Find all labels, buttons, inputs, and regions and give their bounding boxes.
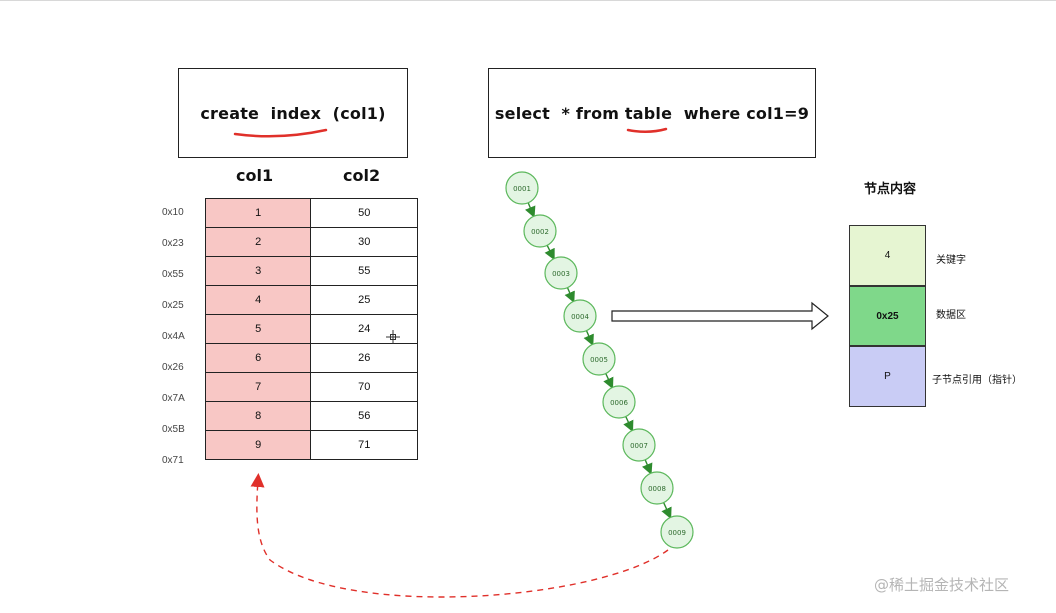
col2-cell: 30 [310, 227, 418, 257]
create-index-text: create index (col1) [200, 103, 386, 123]
chain-link-arrow [525, 202, 536, 218]
chain-node-label: 0005 [590, 356, 608, 364]
row-address: 0x10 [162, 207, 184, 218]
col2-cell: 25 [310, 285, 418, 315]
col2-cell: 55 [310, 256, 418, 286]
row-address: 0x55 [162, 269, 184, 280]
chain-node: 0004 [563, 299, 597, 333]
col2-cell: 50 [310, 198, 418, 228]
row-address: 0x4A [162, 331, 185, 342]
chain-link-arrow [603, 373, 614, 390]
row-address: 0x71 [162, 455, 184, 466]
chain-node-circle [660, 515, 694, 549]
col1-cell: 7 [204, 372, 312, 402]
chain-link-arrow [583, 330, 594, 347]
create-index-box: create index (col1) [178, 68, 408, 158]
col2-cell: 26 [310, 343, 418, 373]
chain-node: 0002 [523, 214, 557, 248]
hollow-arrow-icon [611, 301, 829, 331]
chain-link-arrow [544, 244, 555, 261]
col1-cell: 8 [204, 401, 312, 431]
chain-node: 0005 [582, 342, 616, 376]
chain-node-circle [582, 342, 616, 376]
data-area-cell: 0x25 [849, 286, 926, 346]
key-label: 关键字 [936, 255, 966, 266]
chain-link-arrow [623, 416, 634, 433]
row-address: 0x23 [162, 238, 184, 249]
chain-link-arrow [642, 459, 653, 475]
chain-node-circle [640, 471, 674, 505]
chain-link-arrow [564, 287, 575, 304]
row-address: 0x5B [162, 424, 185, 435]
chain-node-label: 0009 [668, 529, 686, 537]
pointer-cell: P [849, 346, 926, 407]
chain-link-arrow [661, 502, 672, 520]
col1-cell: 6 [204, 343, 312, 373]
chain-node: 0006 [602, 385, 636, 419]
chain-node-label: 0007 [630, 442, 648, 450]
chain-node-label: 0003 [552, 270, 570, 278]
crosshair-cursor-icon [386, 330, 400, 344]
col1-cell: 2 [204, 227, 312, 257]
data-area-label: 数据区 [936, 310, 966, 321]
col1-cell: 4 [204, 285, 312, 315]
chain-node-circle [622, 428, 656, 462]
dashed-return-arrow [250, 473, 669, 598]
col2-cell: 56 [310, 401, 418, 431]
chain-node: 0001 [505, 171, 539, 205]
select-query-text: select * from table where col1=9 [494, 103, 810, 123]
chain-node-label: 0001 [513, 185, 531, 193]
chain-node: 0007 [622, 428, 656, 462]
chain-node-label: 0006 [610, 399, 628, 407]
col2-cell: 24 [310, 314, 418, 344]
select-query-box: select * from table where col1=9 [488, 68, 816, 158]
chain-node-label: 0008 [648, 485, 666, 493]
top-divider [0, 0, 1056, 1]
pointer-label: 子节点引用（指针） [932, 375, 1022, 386]
node-content-title: 节点内容 [864, 181, 917, 196]
row-address: 0x25 [162, 300, 184, 311]
chain-node-circle [602, 385, 636, 419]
chain-node-circle [523, 214, 557, 248]
col1-cell: 5 [204, 314, 312, 344]
chain-node-circle [563, 299, 597, 333]
chain-node: 0008 [640, 471, 674, 505]
chain-node-circle [544, 256, 578, 290]
chain-node: 0003 [544, 256, 578, 290]
col1-cell: 1 [204, 198, 312, 228]
row-address: 0x7A [162, 393, 185, 404]
chain-node-label: 0002 [531, 228, 549, 236]
chain-node-circle [505, 171, 539, 205]
col2-cell: 71 [310, 430, 418, 460]
watermark: @稀土掘金技术社区 [874, 576, 1010, 594]
chain-node: 0009 [660, 515, 694, 549]
chain-node-label: 0004 [571, 313, 589, 321]
col2-header: col2 [343, 166, 381, 185]
row-address: 0x26 [162, 362, 184, 373]
col1-cell: 9 [204, 430, 312, 460]
key-cell: 4 [849, 225, 926, 286]
col1-header: col1 [236, 166, 274, 185]
